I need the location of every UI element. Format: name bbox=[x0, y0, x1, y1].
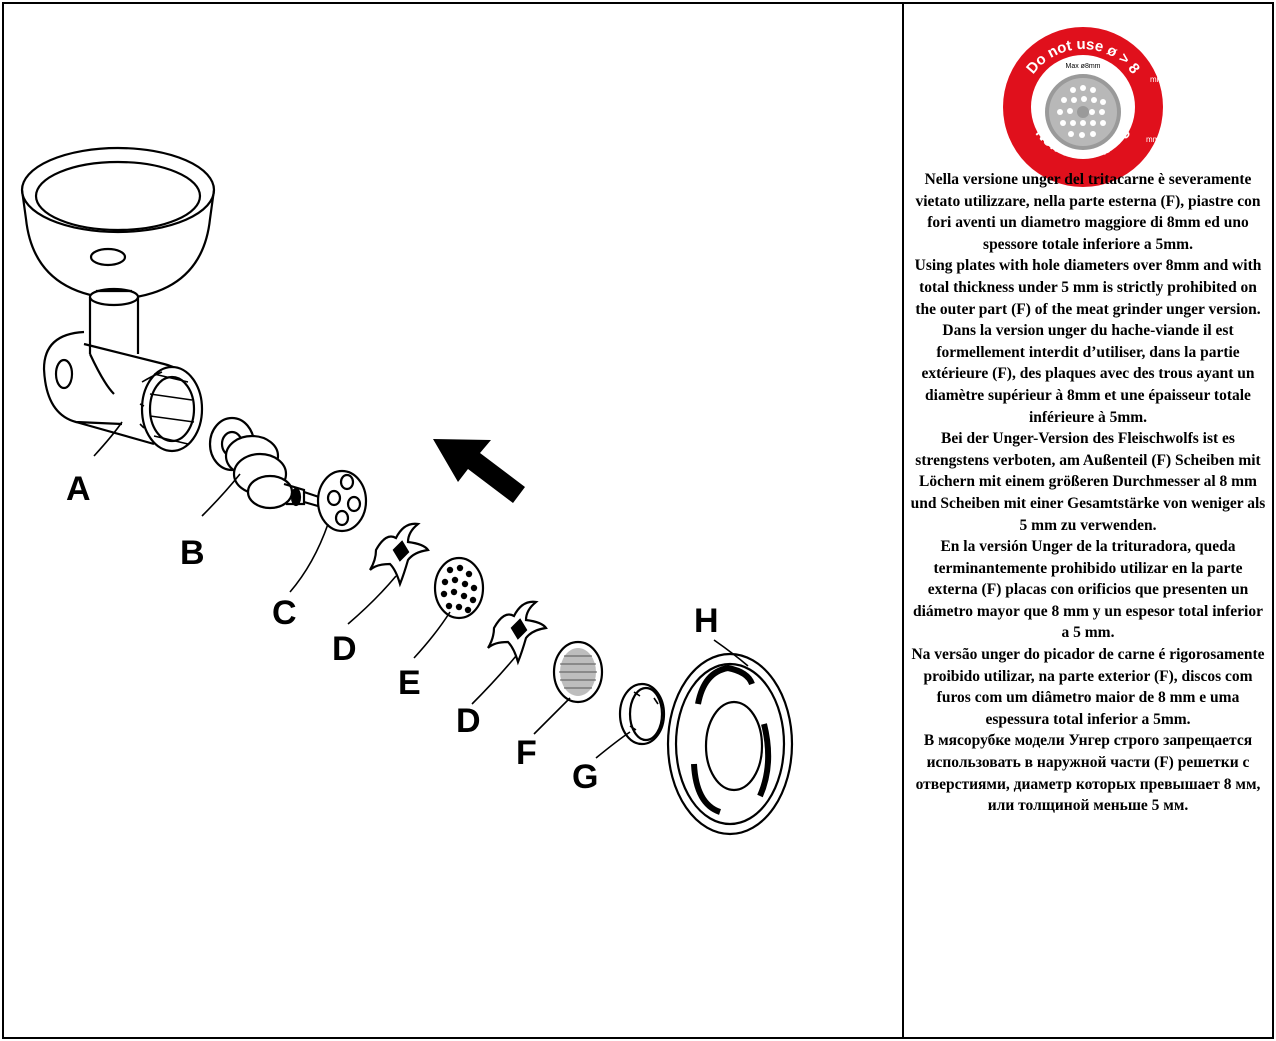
plate-with-holes-icon bbox=[1045, 74, 1121, 150]
assembly-direction-arrow bbox=[433, 439, 525, 503]
multilingual-warning-text: Nella versione unger del tritacarne è se… bbox=[910, 169, 1266, 817]
warning-german: Bei der Unger-Version des Fleischwolfs i… bbox=[910, 430, 1266, 534]
logo-max-label: Max ø8mm bbox=[1066, 63, 1101, 70]
warning-portuguese: Na versão unger do picador de carne é ri… bbox=[911, 646, 1265, 728]
label-d-2: D bbox=[456, 702, 481, 740]
label-d-1: D bbox=[332, 630, 357, 668]
label-g: G bbox=[572, 758, 598, 796]
grinder-body-drawing bbox=[20, 146, 216, 453]
logo-unit-bottom: mm bbox=[1146, 135, 1160, 144]
label-e: E bbox=[398, 664, 421, 702]
label-a: A bbox=[66, 470, 91, 508]
plate-c-drawing bbox=[316, 469, 368, 533]
warning-french: Dans la version unger du hache-viande il… bbox=[921, 322, 1255, 426]
warning-spanish: En la versión Unger de la trituradora, q… bbox=[912, 538, 1263, 642]
label-c: C bbox=[272, 594, 297, 632]
label-f: F bbox=[516, 734, 537, 772]
knife-2-drawing bbox=[487, 600, 548, 666]
column-divider bbox=[902, 2, 904, 1039]
worm-screw-drawing bbox=[208, 416, 335, 512]
plate-e-drawing bbox=[433, 556, 485, 620]
locking-ring-h-drawing bbox=[666, 652, 794, 836]
leader-lines bbox=[93, 421, 749, 759]
plate-f-drawing bbox=[552, 640, 604, 704]
label-b: B bbox=[180, 534, 205, 572]
warning-column: Max ø8mm Do not use ø > 8 Non usare ø > … bbox=[904, 4, 1272, 1037]
label-h: H bbox=[694, 602, 719, 640]
logo-unit-top: mm bbox=[1150, 75, 1164, 84]
prohibition-logo: Max ø8mm Do not use ø > 8 Non usare ø > … bbox=[1003, 27, 1164, 187]
warning-russian: В мясорубке модели Унгер строго запрещае… bbox=[915, 732, 1261, 815]
knife-1-drawing bbox=[369, 522, 430, 588]
ring-g-drawing bbox=[618, 682, 666, 746]
exploded-view-diagram: A B C D E D F G H bbox=[4, 4, 900, 1037]
warning-english: Using plates with hole diameters over 8m… bbox=[914, 257, 1262, 318]
warning-italian: Nella versione unger del tritacarne è se… bbox=[915, 171, 1261, 253]
